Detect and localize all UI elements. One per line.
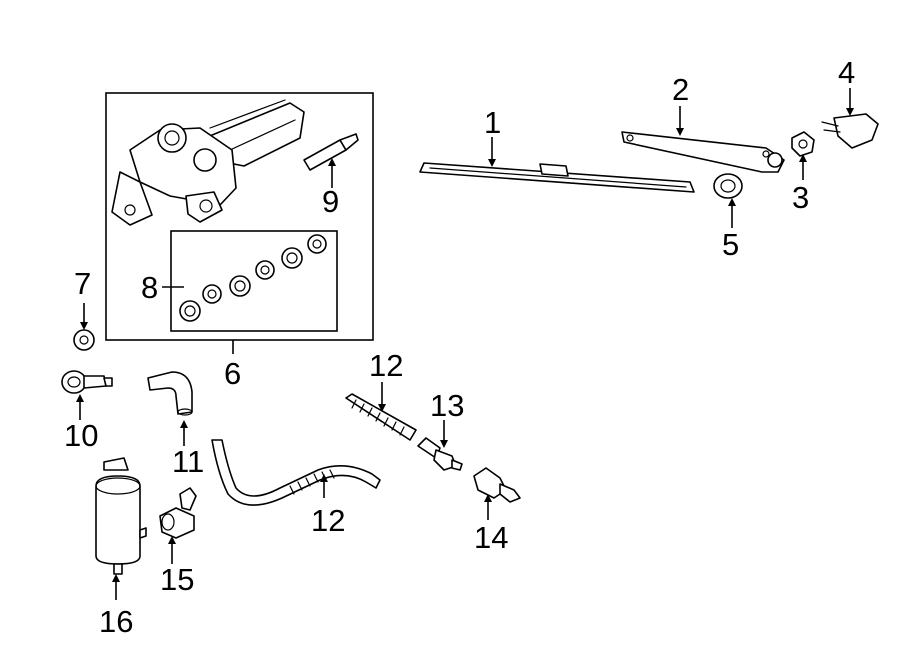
cap-part bbox=[821, 113, 879, 149]
cap-nut-part bbox=[73, 329, 95, 351]
callout-9: 9 bbox=[322, 184, 339, 219]
nozzle-part bbox=[61, 370, 113, 394]
elbow-hose-part bbox=[147, 371, 193, 416]
callout-14: 14 bbox=[474, 520, 508, 555]
elbow-connector-part bbox=[473, 467, 521, 503]
hose-part bbox=[211, 439, 381, 506]
callout-1: 1 bbox=[484, 105, 501, 140]
callout-10: 10 bbox=[64, 418, 98, 453]
grommet-kit-part bbox=[179, 234, 327, 322]
wiper-arm-part bbox=[621, 131, 785, 173]
wiper-motor-part bbox=[111, 99, 305, 226]
callout-15: 15 bbox=[160, 562, 194, 597]
callout-11: 11 bbox=[172, 444, 204, 479]
callout-13: 13 bbox=[430, 388, 464, 423]
grommet-kit-box bbox=[170, 230, 338, 332]
callout-16: 16 bbox=[99, 604, 133, 639]
callout-8: 8 bbox=[141, 270, 158, 305]
callout-12-lower: 12 bbox=[311, 503, 345, 538]
motor-assembly-box bbox=[105, 92, 374, 341]
callout-4: 4 bbox=[838, 55, 855, 90]
pin-part bbox=[303, 133, 359, 171]
connector-part bbox=[417, 437, 463, 471]
callout-3: 3 bbox=[792, 180, 809, 215]
reservoir-part bbox=[95, 457, 147, 575]
grommet-part bbox=[713, 173, 743, 199]
callout-7: 7 bbox=[74, 266, 91, 301]
wiper-blade-part bbox=[419, 162, 695, 193]
callout-2: 2 bbox=[672, 72, 689, 107]
callout-6: 6 bbox=[224, 356, 241, 391]
nut-part bbox=[791, 131, 815, 157]
pump-part bbox=[159, 487, 197, 539]
corrugated-hose-part bbox=[345, 393, 417, 441]
callout-5: 5 bbox=[722, 227, 739, 262]
callout-12-upper: 12 bbox=[369, 348, 403, 383]
